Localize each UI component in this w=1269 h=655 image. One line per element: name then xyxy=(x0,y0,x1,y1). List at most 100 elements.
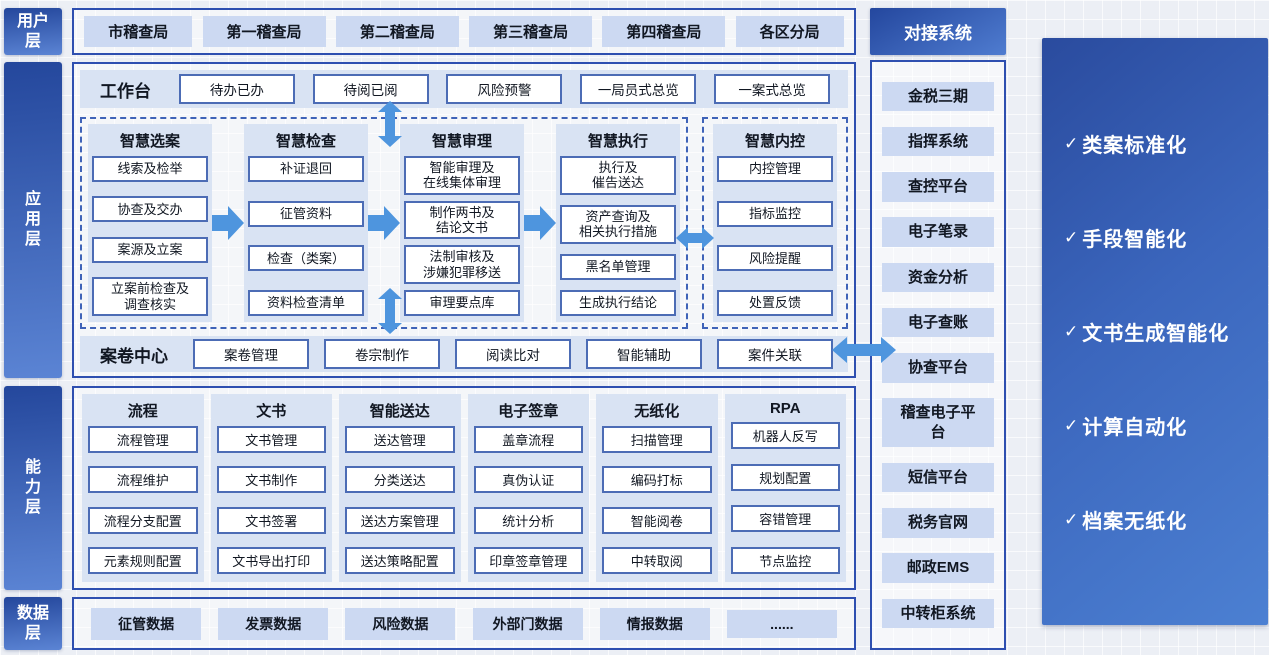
smart-item: 立案前检查及 调查核实 xyxy=(92,277,208,316)
smart-item: 审理要点库 xyxy=(404,289,520,316)
workbench-item: 风险预警 xyxy=(446,74,563,104)
case-center-item: 卷宗制作 xyxy=(324,339,440,369)
capability-item: 扫描管理 xyxy=(602,426,712,453)
column-items: 盖章流程真伪认证统计分析印章签章管理 xyxy=(473,426,583,574)
check-icon: ✓ xyxy=(1064,509,1080,529)
capability-item: 流程分支配置 xyxy=(88,506,198,534)
case-center-item: 阅读比对 xyxy=(455,339,571,369)
capability-item: 真伪认证 xyxy=(473,466,583,494)
workbench-item: 待办已办 xyxy=(178,74,295,104)
workbench-bar: 工作台 待办已办待阅已阅风险预警一局员式总览一案式总览 xyxy=(80,70,848,108)
capability-item: 规划配置 xyxy=(730,463,840,491)
layer-label-data: 数据层 xyxy=(4,597,62,650)
column-title: RPA xyxy=(769,400,801,417)
highlight-item: ✓手段智能化 xyxy=(1064,227,1188,252)
integration-item: 协查平台 xyxy=(882,353,994,383)
column-items: 扫描管理编码打标智能阅卷中转取阅 xyxy=(602,426,712,574)
capability-item: 送达策略配置 xyxy=(345,546,455,574)
highlight-item: ✓计算自动化 xyxy=(1064,415,1188,440)
capability-item: 文书管理 xyxy=(216,426,326,453)
integration-item: 邮政EMS xyxy=(882,553,994,583)
workbench-label: 工作台 xyxy=(100,81,151,101)
capability-layer-box: 流程 流程管理流程维护流程分支配置元素规则配置 文书 文书管理文书制作文书签署文… xyxy=(72,386,856,590)
capability-item: 统计分析 xyxy=(473,506,583,534)
smart-item: 执行及 催告送达 xyxy=(560,156,676,195)
flow-arrow-right-1 xyxy=(212,124,244,322)
column-title: 智能送达 xyxy=(369,403,430,420)
data-layer-box: 征管数据发票数据风险数据外部门数据情报数据...... xyxy=(72,597,856,650)
capability-column: RPA 机器人反写规划配置容错管理节点监控 xyxy=(724,394,846,582)
bureau-item: 第四稽查局 xyxy=(602,16,726,47)
column-title: 智慧内控 xyxy=(744,133,805,150)
capability-item: 机器人反写 xyxy=(730,422,840,449)
integration-item: 电子笔录 xyxy=(882,217,994,247)
highlights-panel: ✓类案标准化 ✓手段智能化 ✓文书生成智能化 ✓计算自动化 ✓档案无纸化 xyxy=(1042,38,1268,625)
capability-item: 文书导出打印 xyxy=(216,546,326,574)
bureau-item: 第三稽查局 xyxy=(469,16,593,47)
column-title: 文书 xyxy=(256,403,287,420)
column-items: 流程管理流程维护流程分支配置元素规则配置 xyxy=(88,426,198,574)
integration-item: 指挥系统 xyxy=(882,126,994,157)
check-icon: ✓ xyxy=(1064,415,1080,435)
highlight-item: ✓类案标准化 xyxy=(1064,133,1188,158)
smart-item: 线索及检举 xyxy=(92,156,208,182)
column-items: 文书管理文书制作文书签署文书导出打印 xyxy=(216,426,326,574)
smart-item: 协查及交办 xyxy=(92,196,208,223)
column-items: 执行及 催告送达资产查询及 相关执行措施黑名单管理生成执行结论 xyxy=(560,156,676,316)
integration-item: 电子查账 xyxy=(882,307,994,338)
column-items: 送达管理分类送达送达方案管理送达策略配置 xyxy=(345,426,455,574)
capability-column: 流程 流程管理流程维护流程分支配置元素规则配置 xyxy=(82,394,204,582)
smart-process-area: 智慧选案 线索及检举协查及交办案源及立案立案前检查及 调查核实 智慧检查 补证退… xyxy=(80,117,688,329)
case-center-label: 案卷中心 xyxy=(100,346,168,366)
capability-item: 分类送达 xyxy=(345,466,455,494)
smart-item: 补证退回 xyxy=(248,156,364,182)
column-title: 无纸化 xyxy=(634,403,680,420)
smart-item: 征管资料 xyxy=(248,200,364,227)
smart-item: 法制审核及 涉嫌犯罪移送 xyxy=(404,245,520,284)
data-item: 发票数据 xyxy=(218,607,329,640)
smart-item: 资料检查清单 xyxy=(248,289,364,316)
capability-column: 电子签章 盖章流程真伪认证统计分析印章签章管理 xyxy=(467,394,589,582)
case-center-item: 案卷管理 xyxy=(193,339,309,369)
column-title: 智慧审理 xyxy=(431,133,492,150)
capability-item: 送达管理 xyxy=(345,426,455,453)
capability-item: 盖章流程 xyxy=(473,426,583,453)
smart-item: 黑名单管理 xyxy=(560,253,676,280)
integration-list: 金税三期指挥系统查控平台电子笔录资金分析电子查账协查平台稽查电子平台短信平台税务… xyxy=(870,60,1006,650)
integration-item: 中转柜系统 xyxy=(882,598,994,629)
capability-item: 印章签章管理 xyxy=(473,546,583,574)
column-title: 智慧执行 xyxy=(587,133,648,150)
capability-item: 流程维护 xyxy=(88,466,198,494)
layer-label-capability: 能力层 xyxy=(4,386,62,590)
user-layer-box: 市稽查局第一稽查局第二稽查局第三稽查局第四稽查局各区分局 xyxy=(72,8,856,55)
capability-item: 送达方案管理 xyxy=(345,506,455,534)
smart-item: 制作两书及 结论文书 xyxy=(404,200,520,240)
capability-column: 文书 文书管理文书制作文书签署文书导出打印 xyxy=(210,394,332,582)
workbench-item: 一案式总览 xyxy=(714,74,831,104)
layer-label-application: 应用层 xyxy=(4,62,62,378)
capability-item: 编码打标 xyxy=(602,466,712,494)
data-item: ...... xyxy=(726,609,837,638)
column-items: 补证退回征管资料检查（类案）资料检查清单 xyxy=(248,156,364,316)
column-title: 智慧选案 xyxy=(119,133,180,150)
workbench-items: 待办已办待阅已阅风险预警一局员式总览一案式总览 xyxy=(161,74,848,104)
capability-item: 容错管理 xyxy=(730,505,840,533)
workbench-item: 待阅已阅 xyxy=(312,74,429,104)
capability-item: 节点监控 xyxy=(730,546,840,574)
column-title: 电子签章 xyxy=(498,403,559,420)
smart-item: 资产查询及 相关执行措施 xyxy=(560,204,676,244)
flow-arrow-right-2 xyxy=(368,124,400,322)
smart-item: 处置反馈 xyxy=(717,289,833,316)
bureau-item: 市稽查局 xyxy=(84,16,193,47)
capability-item: 文书签署 xyxy=(216,506,326,534)
workbench-item: 一局员式总览 xyxy=(580,74,697,104)
smart-column-review: 智慧审理 智能审理及 在线集体审理制作两书及 结论文书法制审核及 涉嫌犯罪移送审… xyxy=(400,124,524,322)
smart-item: 案源及立案 xyxy=(92,236,208,263)
application-layer-box: 工作台 待办已办待阅已阅风险预警一局员式总览一案式总览 智慧选案 线索及检举协查… xyxy=(72,62,856,378)
capability-item: 流程管理 xyxy=(88,426,198,453)
integration-item: 资金分析 xyxy=(882,262,994,293)
internal-control-area: 智慧内控 内控管理指标监控风险提醒处置反馈 xyxy=(702,117,848,329)
smart-column-execution: 智慧执行 执行及 催告送达资产查询及 相关执行措施黑名单管理生成执行结论 xyxy=(556,124,680,322)
integration-item: 查控平台 xyxy=(882,172,994,202)
